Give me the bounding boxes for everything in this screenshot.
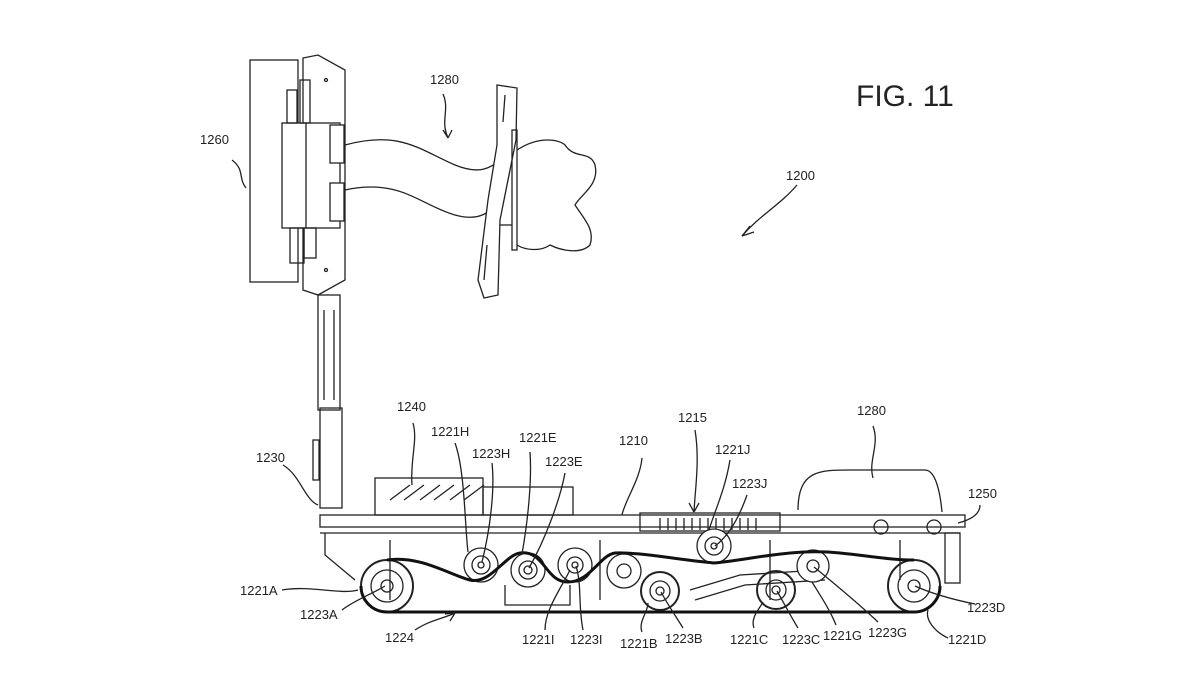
roller-1221B <box>640 571 680 611</box>
label-1223B: 1223B <box>665 631 703 646</box>
roller-1221I <box>557 547 593 583</box>
belt-1224 <box>386 550 915 614</box>
label-1240: 1240 <box>397 399 426 414</box>
label-1221C: 1221C <box>730 632 768 647</box>
label-1223I: 1223I <box>570 632 603 647</box>
roller-1221J <box>696 528 732 564</box>
label-1223H: 1223H <box>472 446 510 461</box>
back-plate <box>477 84 597 299</box>
figure-title: FIG. 11 <box>856 80 954 113</box>
label-1215: 1215 <box>678 410 707 425</box>
harness-strap-1280 <box>344 139 501 218</box>
display-mount-1260 <box>249 54 346 296</box>
roller-1221C <box>756 570 796 610</box>
label-1221A: 1221A <box>240 583 278 598</box>
label-1223G: 1223G <box>868 625 907 640</box>
label-1230: 1230 <box>256 450 285 465</box>
label-1280-top: 1280 <box>430 72 459 87</box>
label-1224: 1224 <box>385 630 414 645</box>
label-1223A: 1223A <box>300 607 338 622</box>
label-1221G: 1221G <box>823 628 862 643</box>
label-1221D: 1221D <box>948 632 986 647</box>
assembly-1200-arrow <box>741 184 798 237</box>
label-1223D: 1223D <box>967 600 1005 615</box>
label-1200: 1200 <box>786 168 815 183</box>
support-pole <box>312 294 343 509</box>
label-1221E: 1221E <box>519 430 557 445</box>
roller-1221H <box>463 547 499 583</box>
label-1221H: 1221H <box>431 424 469 439</box>
label-1223E: 1223E <box>545 454 583 469</box>
roller-1221G <box>796 549 830 583</box>
label-1223J: 1223J <box>732 476 767 491</box>
label-1221B: 1221B <box>620 636 658 651</box>
roller-1221E <box>510 552 546 588</box>
label-1210: 1210 <box>619 433 648 448</box>
label-1221J: 1221J <box>715 442 750 457</box>
label-1223C: 1223C <box>782 632 820 647</box>
label-1260: 1260 <box>200 132 229 147</box>
label-1280-right: 1280 <box>857 403 886 418</box>
base-chassis-1210 <box>319 469 966 606</box>
label-1221I: 1221I <box>522 632 555 647</box>
label-1250: 1250 <box>968 486 997 501</box>
